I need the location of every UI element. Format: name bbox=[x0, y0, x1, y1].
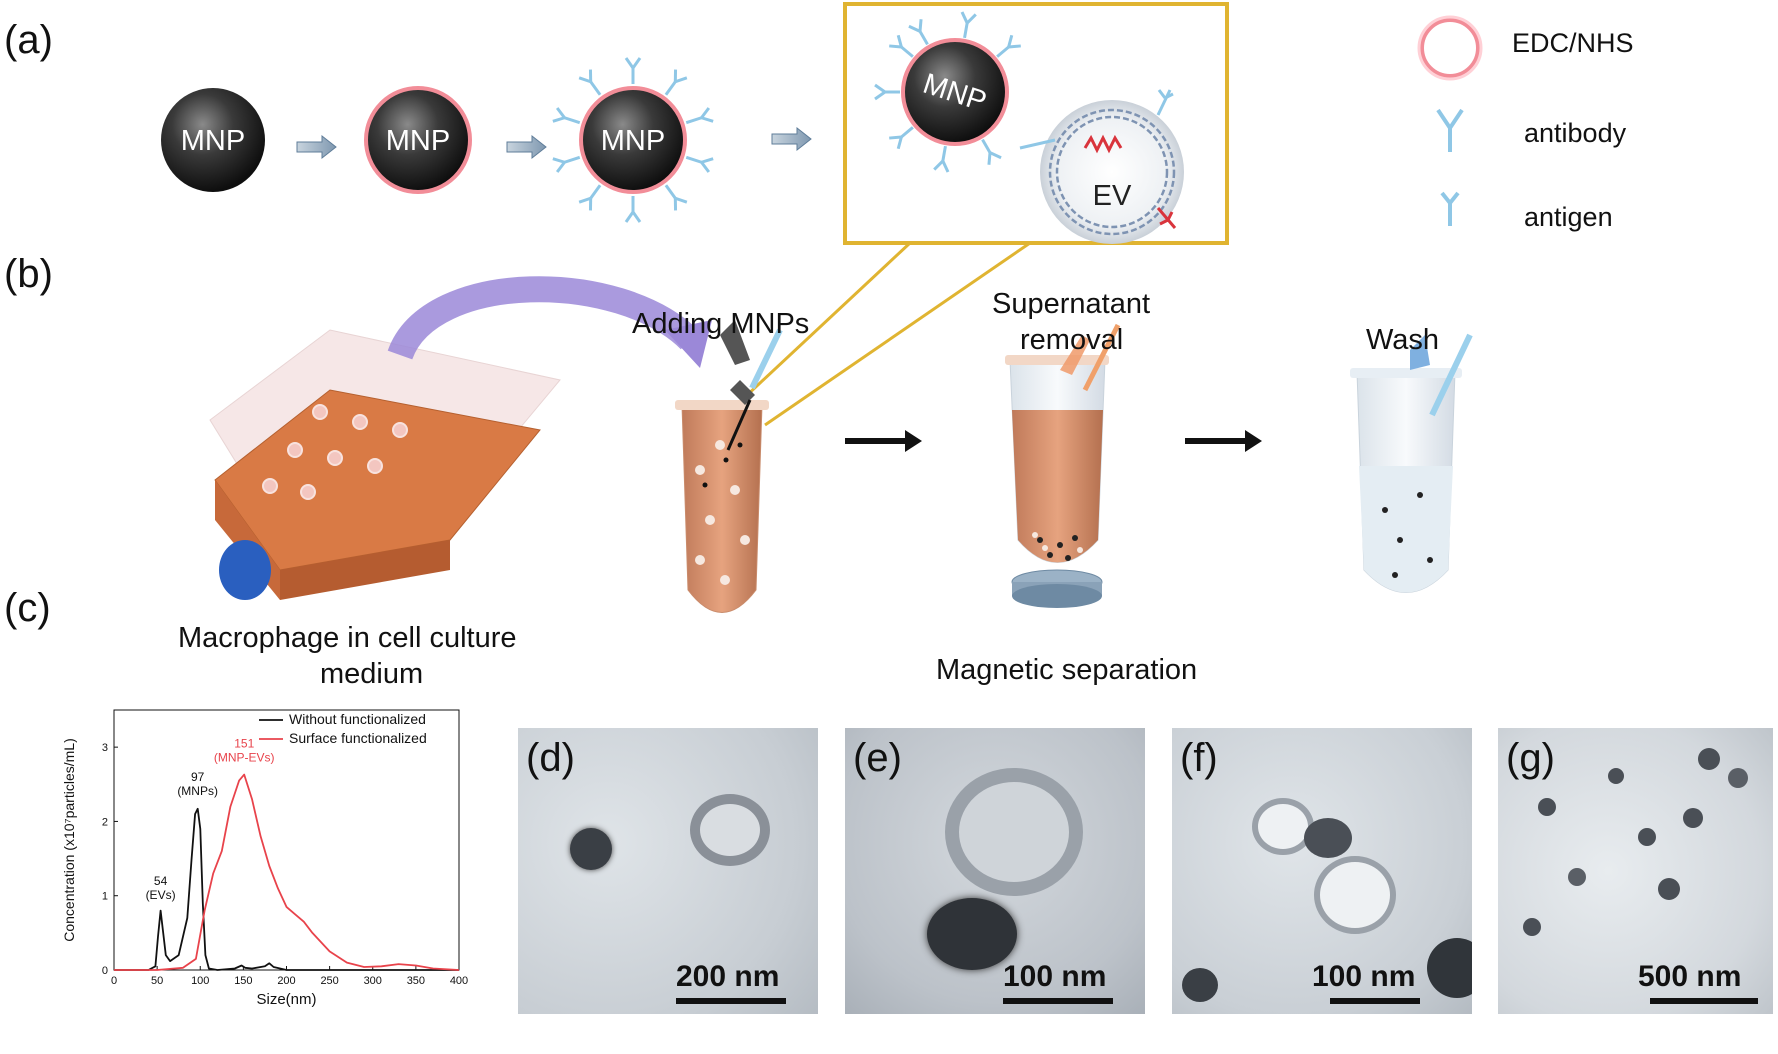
scale-bar-label-g: 500 nm bbox=[1638, 960, 1742, 993]
tube-wash bbox=[1350, 333, 1473, 593]
tem-panel-label-e: (e) bbox=[853, 736, 902, 780]
legend-antibody-icon bbox=[1436, 108, 1464, 152]
tem-panel-label-d: (d) bbox=[526, 736, 575, 780]
peak-annotation-sub: (MNP-EVs) bbox=[214, 750, 275, 764]
tube-magnetic-separation bbox=[1005, 323, 1121, 608]
tem-panel-label-g: (g) bbox=[1506, 736, 1555, 780]
step-supernatant-label-line2: removal bbox=[1020, 324, 1124, 356]
series-line bbox=[114, 807, 459, 971]
ev-capture-zoom: MNP EV bbox=[874, 11, 1184, 244]
step-arrow-icon bbox=[296, 134, 337, 160]
tube-adding-mnps bbox=[675, 320, 783, 613]
zoom-box bbox=[843, 2, 1229, 245]
panel-label-c: (c) bbox=[4, 586, 51, 630]
peak-annotation: 54 bbox=[154, 874, 168, 888]
x-tick-label: 400 bbox=[450, 975, 468, 987]
x-tick-label: 250 bbox=[320, 975, 338, 987]
legend-antigen-label: antigen bbox=[1524, 202, 1613, 232]
step-arrow-icon bbox=[771, 126, 812, 152]
step-supernatant-label-line1: Supernatant bbox=[992, 288, 1151, 320]
peak-annotation-sub: (EVs) bbox=[146, 888, 176, 902]
zoom-connector-right bbox=[764, 241, 1031, 427]
x-tick-label: 100 bbox=[191, 975, 209, 987]
peak-annotation: 97 bbox=[191, 770, 205, 784]
x-axis-label: Size(nm) bbox=[256, 991, 316, 1008]
panel-label-a: (a) bbox=[4, 18, 53, 62]
x-tick-label: 350 bbox=[407, 975, 425, 987]
y-tick-label: 0 bbox=[102, 965, 108, 977]
legend-label: Surface functionalized bbox=[289, 730, 427, 746]
svg-text:MNP: MNP bbox=[181, 125, 245, 157]
svg-text:MNP: MNP bbox=[386, 125, 450, 157]
y-axis-label: Concentration (x10⁷particles/mL) bbox=[61, 738, 77, 942]
culture-flask bbox=[209, 329, 561, 600]
y-tick-label: 2 bbox=[102, 816, 108, 828]
panel-a-diagram: MNP MNP MNP bbox=[161, 2, 1483, 245]
tem-image-d: (d) 200 nm bbox=[518, 728, 818, 1014]
process-arrow-icon bbox=[845, 430, 922, 452]
scale-bar-f bbox=[1330, 998, 1420, 1004]
y-tick-label: 3 bbox=[102, 742, 108, 754]
series-line bbox=[114, 773, 460, 971]
mnp-antibody-conjugated: MNP bbox=[552, 57, 714, 223]
scale-bar-g bbox=[1650, 998, 1758, 1004]
transfer-arrow-icon bbox=[387, 276, 712, 368]
peak-annotation: 151 bbox=[234, 736, 254, 750]
legend-antibody-label: antibody bbox=[1524, 118, 1627, 148]
legend-edc-nhs-label: EDC/NHS bbox=[1512, 28, 1634, 58]
x-tick-label: 150 bbox=[234, 975, 252, 987]
x-tick-label: 0 bbox=[111, 975, 117, 987]
mnp-bare: MNP bbox=[161, 88, 265, 192]
panel-label-b: (b) bbox=[4, 252, 53, 296]
macrophage-label-line1: Macrophage in cell culture bbox=[178, 622, 517, 654]
magnetic-separation-label: Magnetic separation bbox=[936, 654, 1198, 686]
tem-image-f: (f) 100 nm bbox=[1172, 728, 1472, 1014]
macrophage-label-line2: medium bbox=[320, 658, 424, 690]
tem-image-g: (g) 500 nm bbox=[1498, 728, 1773, 1014]
tem-image-e: (e) 100 nm bbox=[845, 728, 1145, 1014]
peak-annotation-sub: (MNPs) bbox=[177, 784, 218, 798]
y-tick-label: 1 bbox=[102, 891, 108, 903]
legend-edc-nhs-icon bbox=[1417, 15, 1483, 81]
step-wash-label: Wash bbox=[1366, 324, 1440, 356]
process-arrow-icon bbox=[1185, 430, 1262, 452]
scale-bar-e bbox=[1003, 998, 1113, 1004]
x-tick-label: 300 bbox=[364, 975, 382, 987]
scale-bar-label-d: 200 nm bbox=[676, 960, 780, 993]
x-tick-label: 50 bbox=[151, 975, 163, 987]
legend-label: Without functionalized bbox=[289, 711, 426, 727]
scale-bar-label-e: 100 nm bbox=[1003, 960, 1107, 993]
svg-text:MNP: MNP bbox=[601, 125, 665, 157]
x-tick-label: 200 bbox=[277, 975, 295, 987]
step-adding-mnps-label: Adding MNPs bbox=[632, 308, 810, 340]
tem-panel-label-f: (f) bbox=[1180, 736, 1218, 780]
plot-frame bbox=[113, 709, 460, 971]
svg-text:EV: EV bbox=[1093, 180, 1132, 212]
mnp-activated: MNP bbox=[364, 86, 472, 194]
scale-bar-label-f: 100 nm bbox=[1312, 960, 1416, 993]
panel-b-diagram bbox=[209, 241, 1473, 613]
scale-bar-d bbox=[676, 998, 786, 1004]
step-arrow-icon bbox=[506, 134, 547, 160]
legend-antigen-icon bbox=[1440, 191, 1460, 226]
